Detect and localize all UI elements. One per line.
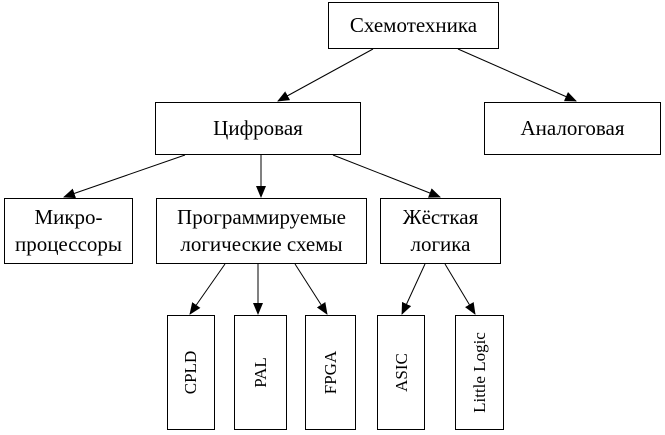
edge-arrow-hard-little: [444, 263, 476, 315]
node-programmable-logic: Программируемые логические схемы: [156, 198, 367, 264]
node-pal: PAL: [234, 315, 287, 430]
node-label: Схемотехника: [349, 13, 478, 37]
node-label-line: Микро-: [34, 205, 103, 229]
node-label: PAL: [251, 357, 270, 388]
node-label: FPGA: [321, 350, 340, 395]
node-analog: Аналоговая: [484, 102, 661, 155]
edge-arrow-root-analog: [457, 48, 577, 102]
node-asic: ASIC: [377, 315, 425, 430]
node-label-line: Жёсткая: [402, 205, 479, 229]
edge-arrow-hard-asic: [401, 263, 426, 315]
edge-arrow-pld-cpld: [189, 263, 226, 315]
edge-arrow-root-digital: [277, 48, 374, 102]
node-label-line: Программируемые: [177, 205, 346, 229]
node-label: Аналоговая: [520, 116, 625, 140]
node-label-line: логика: [410, 232, 471, 256]
node-hard-logic: Жёсткая логика: [380, 198, 501, 264]
edge-arrow-digital-micro: [63, 154, 186, 199]
node-schemotechnika: Схемотехника: [328, 2, 499, 49]
edge-arrow-pld-fpga: [294, 263, 328, 315]
node-microprocessors: Микро- процессоры: [4, 198, 133, 264]
node-fpga: FPGA: [305, 315, 356, 430]
node-digital: Цифровая: [155, 102, 361, 155]
node-label: Цифровая: [213, 116, 303, 140]
node-cpld: CPLD: [167, 315, 215, 430]
node-label-line: процессоры: [14, 232, 123, 256]
node-label-line: логические схемы: [180, 232, 343, 256]
edge-arrow-digital-hard: [332, 154, 441, 198]
node-label: Little Logic: [470, 332, 490, 413]
node-label: CPLD: [181, 350, 201, 395]
node-little-logic: Little Logic: [455, 315, 504, 430]
node-label: ASIC: [391, 353, 411, 392]
